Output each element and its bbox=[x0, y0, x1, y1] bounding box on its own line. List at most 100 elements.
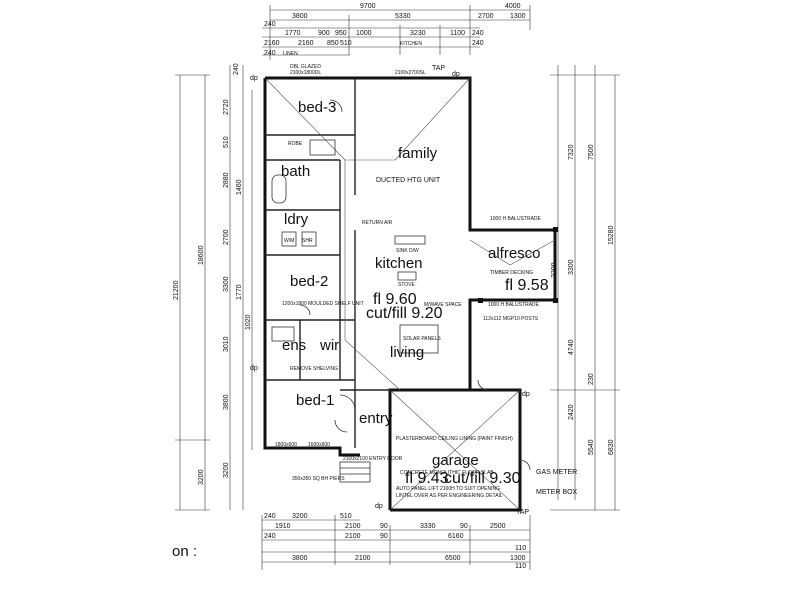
bottom-dim-row4-a: 3800 bbox=[292, 555, 308, 562]
note-window2: 1600x600 bbox=[308, 442, 330, 448]
right-dim-inner-2: 2420 bbox=[568, 404, 575, 420]
room-entry-label: entry bbox=[359, 410, 393, 427]
note-dp-top-right: dp bbox=[452, 71, 460, 78]
left-dim-small-9: 1770 bbox=[236, 284, 243, 300]
top-dim-row1-a: 3800 bbox=[292, 13, 308, 20]
interior-walls bbox=[265, 78, 390, 448]
bottom-dim-row3-b: 2100 bbox=[345, 533, 361, 540]
room-alfresco-label: alfresco bbox=[488, 245, 541, 262]
note-dp-top-left: dp bbox=[250, 75, 258, 82]
note-robe: ROBE bbox=[288, 141, 303, 147]
left-dim-inner-6: 2700 bbox=[223, 229, 230, 245]
note-mwave: M/WAVE SPACE bbox=[424, 302, 462, 308]
bottom-dim-row5-a: 110 bbox=[515, 563, 526, 570]
roof-hip-lines bbox=[264, 77, 556, 511]
right-dim-inner-1: 4740 bbox=[568, 339, 575, 355]
note-molded-shelf: 1200x1800 MOULDED SHELF UNIT bbox=[282, 301, 364, 307]
top-dimension-lines bbox=[262, 5, 531, 60]
bottom-dim-row4-c: 6500 bbox=[445, 555, 461, 562]
note-tap-top: TAP bbox=[432, 65, 445, 72]
entry-steps bbox=[339, 461, 371, 483]
top-dim-row1-d: 1300 bbox=[510, 13, 526, 20]
note-timber-decking: TIMBER DECKING bbox=[490, 270, 533, 276]
note-concrete: CONCRETE MONOLITHIC FLOOR SLAB bbox=[400, 470, 494, 476]
alfresco-posts bbox=[478, 227, 558, 303]
room-ens-label: ens bbox=[282, 337, 306, 354]
top-dim-row2-e: 1000 bbox=[356, 30, 372, 37]
left-dimension-lines bbox=[175, 65, 253, 511]
note-plasterboard: PLASTERBOARD CEILING LINING (PAINT FINIS… bbox=[396, 436, 513, 442]
top-dim-row2-d: 950 bbox=[335, 30, 347, 37]
note-auto-panel: AUTO PANEL LIFT 2100H TO SUIT OPENING bbox=[396, 486, 500, 492]
left-dim-inner-0: 240 bbox=[233, 63, 240, 75]
bottom-dim-row2-d: 3330 bbox=[420, 523, 436, 530]
note-entry-door: 2100x2100 ENTRY DOOR bbox=[343, 456, 403, 462]
bottom-dim-row2-b: 2100 bbox=[345, 523, 361, 530]
bottom-dim-row2-e: 90 bbox=[460, 523, 468, 530]
left-dim-small-10: 1020 bbox=[245, 314, 252, 330]
room-garage-label: garage bbox=[432, 452, 479, 469]
left-dim-inner-8: 3010 bbox=[223, 336, 230, 352]
note-ducted: DUCTED HTG UNIT bbox=[376, 177, 441, 184]
top-dim-row4-label: LINEN bbox=[283, 51, 298, 57]
room-living-label: living bbox=[390, 344, 424, 361]
left-dim-small-5: 1460 bbox=[236, 179, 243, 195]
level-fl-main: fl 9.60 bbox=[373, 291, 417, 308]
bottom-dim-row2-f: 2500 bbox=[490, 523, 506, 530]
note-dp-bottom: dp bbox=[375, 503, 383, 510]
bottom-dim-row3-c: 90 bbox=[380, 533, 388, 540]
left-dim-overall: 21200 bbox=[173, 280, 180, 300]
top-dim-row2-b: 1770 bbox=[285, 30, 301, 37]
note-shr: SHR bbox=[302, 238, 313, 244]
right-dimension-lines bbox=[550, 65, 620, 511]
note-dp-left: dp bbox=[250, 365, 258, 372]
right-dim-outer-0: 7320 bbox=[568, 144, 575, 160]
left-dim-inner-7: 3300 bbox=[223, 276, 230, 292]
note-return-air: RETURN AIR bbox=[362, 220, 393, 226]
top-dim-row2-h: 240 bbox=[472, 30, 484, 37]
note-solar: SOLAR PANELS bbox=[403, 336, 441, 342]
top-dim-row3-a: 2160 bbox=[264, 40, 280, 47]
top-dim-right-ext: 4000 bbox=[505, 3, 521, 10]
left-dim-outer-1: 3200 bbox=[198, 469, 205, 485]
bottom-dim-row1-b: 3200 bbox=[292, 513, 308, 520]
left-dim-inner-11: 3200 bbox=[223, 462, 230, 478]
level-fl-alfresco: fl 9.58 bbox=[505, 277, 549, 294]
bottom-dim-row3-d: 6160 bbox=[448, 533, 464, 540]
right-dim-outer-4: 6830 bbox=[608, 439, 615, 455]
bottom-dim-row4-d: 1300 bbox=[510, 555, 526, 562]
left-dim-inner-10: 3800 bbox=[223, 394, 230, 410]
level-fl-garage: fl 9.43 bbox=[405, 470, 449, 487]
top-dim-row1-b: 5330 bbox=[395, 13, 411, 20]
note-stove: STOVE bbox=[398, 282, 416, 288]
left-dim-inner-4: 2880 bbox=[223, 172, 230, 188]
note-meter-box: METER BOX bbox=[536, 489, 578, 496]
note-sink: SINK D/W bbox=[396, 248, 419, 254]
top-dim-row4-left: 240 bbox=[264, 50, 276, 57]
note-bh-piers: 350x350 SQ BH PIERS bbox=[292, 476, 345, 482]
top-dim-row1-c: 2700 bbox=[478, 13, 494, 20]
note-wm: W/M bbox=[284, 238, 294, 244]
room-bed1-label: bed-1 bbox=[296, 392, 334, 409]
side-label: on : bbox=[172, 543, 197, 560]
left-dim-inner-2: 510 bbox=[223, 136, 230, 148]
top-dim-row2-a: 240 bbox=[264, 21, 276, 28]
bottom-dim-row3-a: 240 bbox=[264, 533, 276, 540]
right-dim-outer-3: 3300 bbox=[568, 259, 575, 275]
left-dim-inner-1: 2720 bbox=[223, 99, 230, 115]
right-dim-outer-1: 7500 bbox=[588, 144, 595, 160]
note-gas-meter: GAS METER bbox=[536, 469, 577, 476]
note-remove-shelving: REMOVE SHELVING bbox=[290, 366, 338, 372]
note-balustrade: 1000 H BALUSTRADE bbox=[490, 216, 542, 222]
top-dim-row4-right: 240 bbox=[472, 40, 484, 47]
note-window-top-right: 2100x2700SL bbox=[395, 70, 426, 76]
top-dim-row2-g: 1100 bbox=[450, 30, 465, 37]
fixtures bbox=[271, 99, 531, 471]
note-dbl-glazed: DBL GLAZED bbox=[290, 64, 321, 70]
top-dim-row3-d: 510 bbox=[340, 40, 352, 47]
level-cutfill-main: cut/fill 9.20 bbox=[366, 305, 443, 322]
note-lintel: LINTEL OVER AS PER ENGINEERING DETAIL bbox=[396, 493, 503, 499]
room-ldry-label: ldry bbox=[284, 211, 309, 228]
